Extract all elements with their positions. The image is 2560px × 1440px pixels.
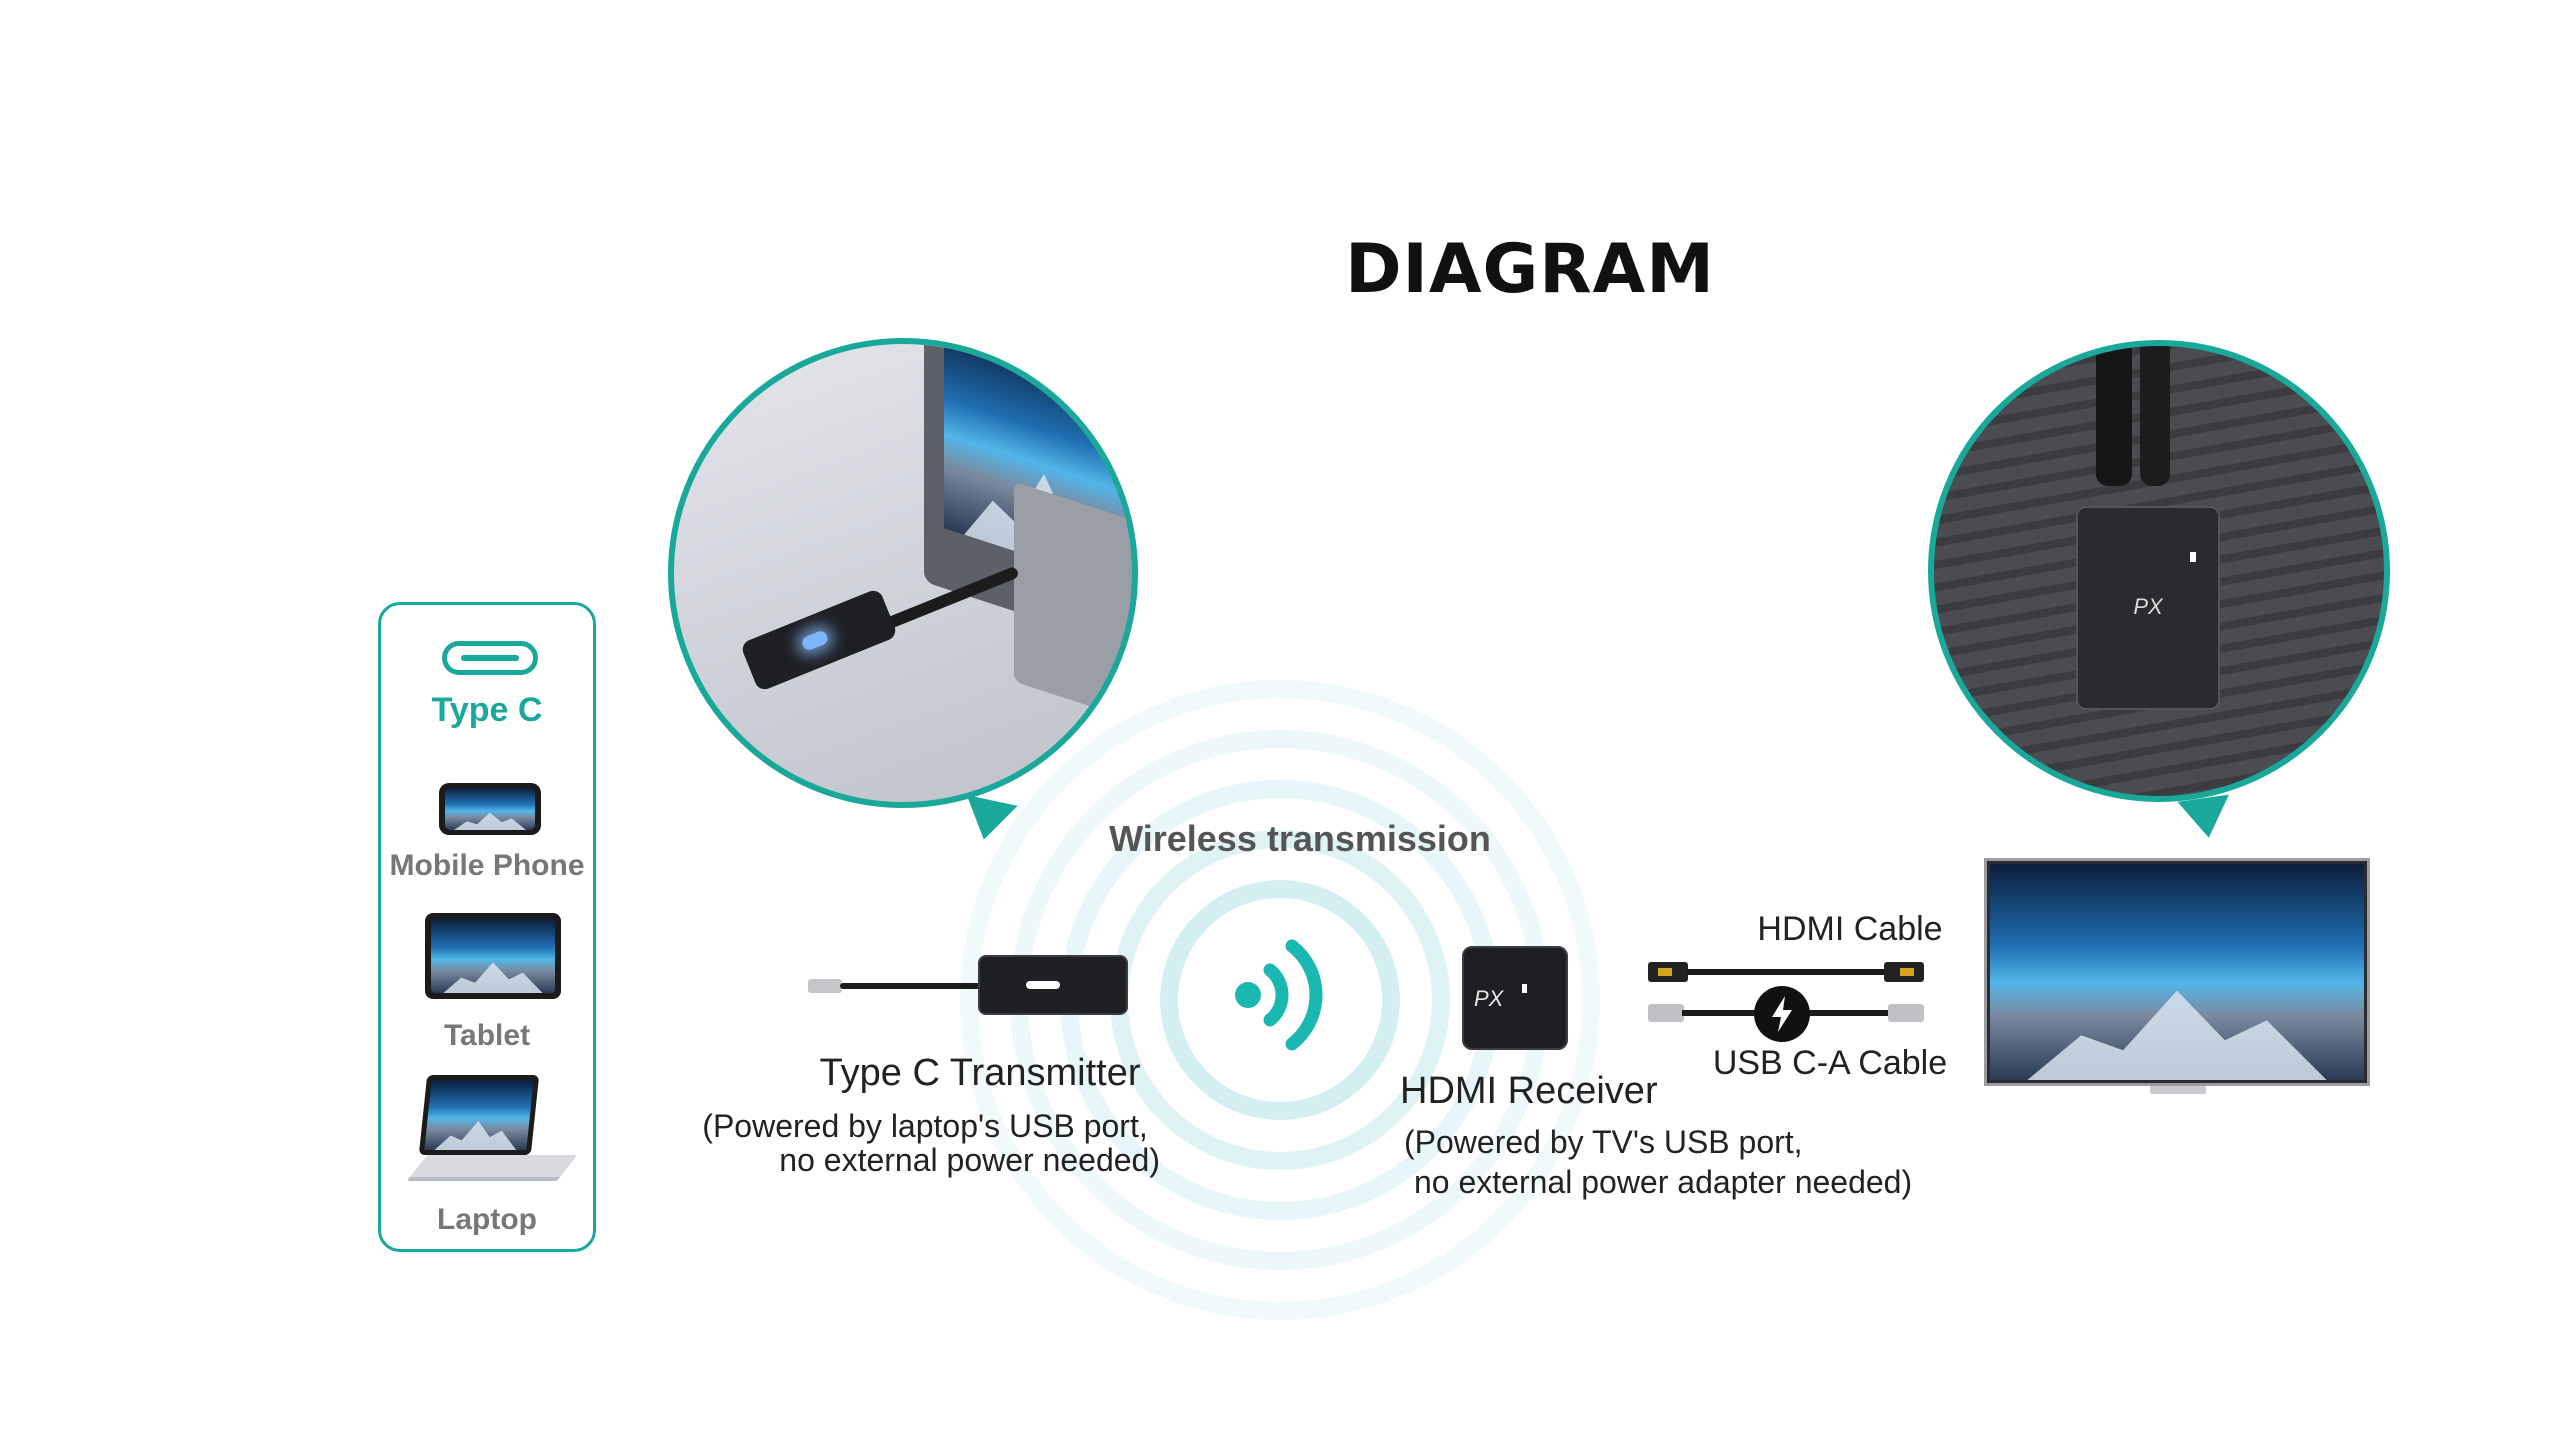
px-brand-logo: PX	[1474, 986, 1503, 1012]
usb-cable-label: USB C-A Cable	[1700, 1044, 1960, 1083]
wireless-signal-icon	[1218, 930, 1348, 1060]
transmitter-note-line1: (Powered by laptop's USB port,	[690, 1108, 1160, 1145]
transmitter-note-line2: no external power needed)	[740, 1142, 1160, 1179]
wireless-transmission-label: Wireless transmission	[1040, 818, 1560, 860]
hdmi-cable-photo	[2096, 340, 2132, 486]
laptop-keyboard	[1014, 482, 1138, 747]
device-label-mobile-phone: Mobile Phone	[381, 849, 593, 883]
receiver-note-line2: no external power adapter needed)	[1414, 1164, 1934, 1201]
transmitter-name: Type C Transmitter	[780, 1052, 1180, 1095]
tv-icon	[1984, 858, 2370, 1086]
hdmi-cable-label: HDMI Cable	[1700, 910, 2000, 949]
laptop-icon	[411, 1075, 571, 1185]
device-label-laptop: Laptop	[381, 1203, 593, 1237]
hdmi-cable-icon	[1648, 960, 1924, 984]
receiver-photo: PX	[1928, 340, 2390, 802]
type-c-label: Type C	[381, 691, 593, 730]
transmitter-dongle-photo	[740, 588, 899, 692]
usb-type-c-icon	[442, 641, 538, 675]
tv-stand	[2150, 1086, 2206, 1094]
supported-devices-panel: Type C Mobile Phone Tablet Laptop	[378, 602, 596, 1252]
tablet-icon	[425, 913, 561, 999]
diagram-title: DIAGRAM	[1000, 230, 2060, 309]
power-bolt-icon	[1754, 986, 1810, 1042]
px-brand-logo: PX	[2078, 594, 2218, 620]
type-c-transmitter-icon	[808, 955, 1128, 1015]
hdmi-receiver-icon: PX	[1462, 946, 1568, 1050]
device-label-tablet: Tablet	[381, 1019, 593, 1053]
receiver-note-line1: (Powered by TV's USB port,	[1404, 1124, 1904, 1161]
usb-cable-photo	[2140, 340, 2170, 486]
receiver-photo-pointer	[2177, 795, 2234, 842]
transmitter-photo	[668, 338, 1138, 808]
mobile-phone-icon	[439, 783, 541, 835]
receiver-name: HDMI Receiver	[1400, 1070, 1740, 1113]
receiver-device-photo: PX	[2076, 506, 2220, 710]
